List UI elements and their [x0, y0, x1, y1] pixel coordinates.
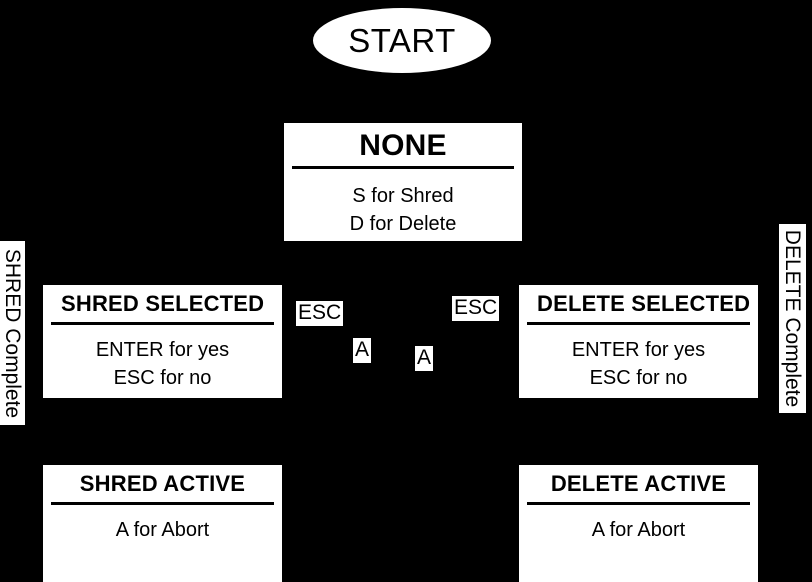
state-body-shred-selected: ENTER for yes ESC for no [43, 325, 282, 402]
edge-label-esc-shred: ESC [296, 301, 344, 326]
state-body-line: ENTER for yes [571, 339, 706, 361]
edge-start-to-none [402, 72, 405, 123]
edge-label-esc-delete: ESC [452, 296, 500, 321]
state-title-shred-active: SHRED ACTIVE [51, 465, 274, 505]
edge-shred-selected-to-active [162, 398, 165, 465]
state-title-delete-active: DELETE ACTIVE [527, 465, 750, 505]
state-node-delete-selected[interactable]: DELETE SELECTED ENTER for yes ESC for no [519, 285, 758, 398]
edge-label-shred-complete-text: SHRED Complete [1, 248, 25, 418]
state-body-line: A for Abort [115, 519, 210, 541]
state-node-delete-active[interactable]: DELETE ACTIVE A for Abort [519, 465, 758, 582]
state-title-shred-selected: SHRED SELECTED [51, 285, 274, 325]
edge-none-to-shred-selected [162, 241, 165, 285]
edge-label-delete-complete-text: DELETE Complete [781, 229, 804, 408]
state-body-line: D for Delete [349, 212, 457, 235]
start-node[interactable]: START [313, 8, 491, 73]
state-title-none: NONE [292, 123, 514, 169]
state-body-line: A for Abort [591, 519, 686, 541]
start-node-label: START [348, 22, 456, 59]
state-body-line: S for Shred [352, 185, 454, 207]
state-title-delete-selected: DELETE SELECTED [527, 285, 750, 325]
state-node-none[interactable]: NONE S for Shred D for Delete [284, 123, 522, 241]
state-body-line: ENTER for yes [95, 339, 230, 361]
edge-none-to-delete-selected [638, 241, 641, 285]
state-body-line: ESC for no [589, 366, 688, 389]
edge-label-delete-complete: DELETE Complete [779, 224, 806, 413]
edge-label-abort-delete: A [415, 346, 434, 371]
edge-label-shred-complete: SHRED Complete [0, 241, 25, 425]
state-node-shred-active[interactable]: SHRED ACTIVE A for Abort [43, 465, 282, 582]
state-node-shred-selected[interactable]: SHRED SELECTED ENTER for yes ESC for no [43, 285, 282, 398]
edge-label-abort-shred: A [353, 338, 372, 363]
state-body-none: S for Shred D for Delete [284, 169, 522, 248]
edge-delete-selected-to-active [638, 398, 641, 465]
state-body-delete-active: A for Abort [519, 505, 758, 582]
state-body-line: ESC for no [113, 366, 212, 389]
state-body-delete-selected: ENTER for yes ESC for no [519, 325, 758, 402]
state-body-shred-active: A for Abort [43, 505, 282, 582]
